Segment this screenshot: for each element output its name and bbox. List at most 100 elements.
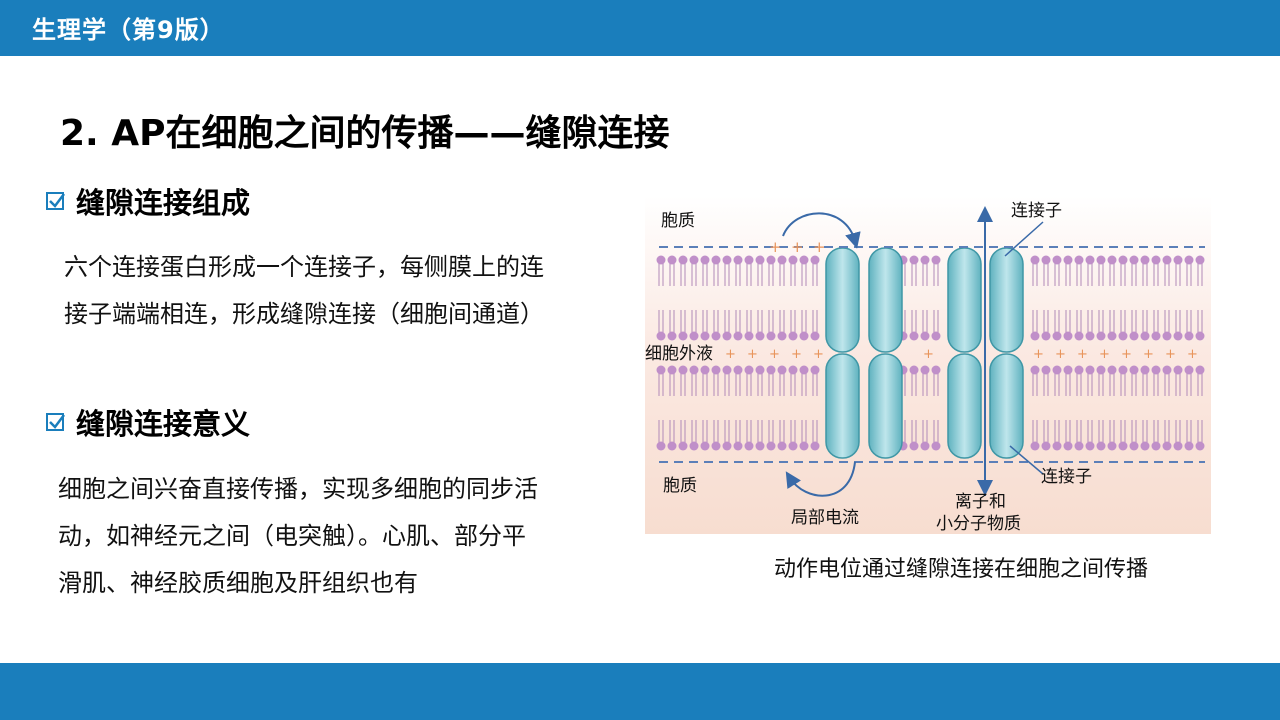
connexon-subunit <box>947 247 982 353</box>
lipid-head <box>777 365 787 375</box>
paragraph-line: 六个连接蛋白形成一个连接子，每侧膜上的连 <box>64 253 544 281</box>
lipid-head <box>1096 331 1106 341</box>
plus-sign: + <box>725 347 736 362</box>
lipid-head <box>788 255 798 265</box>
lipid-head <box>909 365 919 375</box>
lipid-head <box>656 331 666 341</box>
label-cytoplasm-bottom: 胞质 <box>663 476 697 496</box>
lipid-head <box>1052 441 1062 451</box>
lipid-head <box>1074 441 1084 451</box>
plus-sign: + <box>923 347 934 362</box>
lipid-head <box>711 441 721 451</box>
lipid-head <box>667 255 677 265</box>
lipid-head <box>1173 331 1183 341</box>
lipid-head <box>788 365 798 375</box>
lipid-head <box>755 331 765 341</box>
lipid-head <box>1118 365 1128 375</box>
lipid-head <box>678 331 688 341</box>
lipid-head <box>700 441 710 451</box>
lipid-head <box>810 331 820 341</box>
lipid-head <box>1195 331 1205 341</box>
lipid-head <box>722 441 732 451</box>
label-ions-line2: 小分子物质 <box>936 514 1021 534</box>
lipid-head <box>689 365 699 375</box>
plus-sign: + <box>1165 347 1176 362</box>
lipid-head <box>1063 255 1073 265</box>
lipid-head <box>678 365 688 375</box>
current-arrow <box>785 461 856 497</box>
connexon-subunit <box>989 247 1024 353</box>
label-connexon-top: 连接子 <box>1011 201 1062 221</box>
significance-paragraph: 细胞之间兴奋直接传播，实现多细胞的同步活 动，如神经元之间（电突触）。心肌、部分… <box>58 466 538 607</box>
lipid-head <box>744 331 754 341</box>
composition-paragraph: 六个连接蛋白形成一个连接子，每侧膜上的连 接子端端相连，形成缝隙连接（细胞间通道… <box>64 244 544 338</box>
lipid-head <box>766 331 776 341</box>
slide-title: 2. AP在细胞之间的传播——缝隙连接 <box>60 113 670 154</box>
lipid-head <box>700 331 710 341</box>
plus-sign: + <box>1033 347 1044 362</box>
section-heading-composition: 缝隙连接组成 <box>46 180 250 222</box>
label-connexon-bottom: 连接子 <box>1041 467 1092 487</box>
lipid-head <box>931 365 941 375</box>
figure-caption: 动作电位通过缝隙连接在细胞之间传播 <box>773 557 1148 582</box>
lipid-head <box>1151 331 1161 341</box>
label-ions-line1: 离子和 <box>955 492 1006 512</box>
lipid-head <box>700 365 710 375</box>
lipid-head <box>1162 441 1172 451</box>
lipid-head <box>656 365 666 375</box>
lipid-head <box>766 365 776 375</box>
lipid-head <box>1184 255 1194 265</box>
plus-sign: + <box>1187 347 1198 362</box>
lipid-head <box>711 255 721 265</box>
lipid-head <box>1129 365 1139 375</box>
lipid-head <box>711 331 721 341</box>
lipid-head <box>931 331 941 341</box>
connexon-subunit <box>947 353 982 459</box>
lipid-head <box>788 441 798 451</box>
membrane-layers: ++++++++++++++ <box>656 255 1205 451</box>
gap-junction-diagram: ++++++++++++++ + + + 胞质 连接子 细胞外液 胞质 连接子 … <box>645 196 1211 534</box>
connexon-subunit <box>868 247 903 353</box>
lipid-head <box>1129 331 1139 341</box>
lipid-head <box>1140 331 1150 341</box>
lipid-head <box>1041 365 1051 375</box>
lipid-head <box>711 365 721 375</box>
lipid-head <box>755 441 765 451</box>
lipid-head <box>1195 255 1205 265</box>
lipid-head <box>810 441 820 451</box>
section-heading-significance: 缝隙连接意义 <box>46 401 250 443</box>
lipid-head <box>755 255 765 265</box>
plus-sign: + <box>791 238 804 256</box>
lipid-head <box>1107 365 1117 375</box>
connexon-subunit <box>825 353 860 459</box>
connexon-subunit <box>868 353 903 459</box>
lipid-head <box>777 255 787 265</box>
lipid-head <box>1184 365 1194 375</box>
connexon-subunit <box>825 247 860 353</box>
lipid-head <box>1140 255 1150 265</box>
lipid-head <box>1118 441 1128 451</box>
lipid-head <box>920 331 930 341</box>
lipid-head <box>799 365 809 375</box>
lipid-head <box>1107 331 1117 341</box>
lipid-head <box>799 255 809 265</box>
lipid-head <box>909 255 919 265</box>
lipid-head <box>1085 331 1095 341</box>
lipid-head <box>1030 365 1040 375</box>
lipid-head <box>678 255 688 265</box>
lipid-head <box>689 441 699 451</box>
lipid-head <box>1096 255 1106 265</box>
lipid-head <box>810 365 820 375</box>
lipid-head <box>1041 441 1051 451</box>
top-bar: 生理学（第9版） <box>0 0 1280 56</box>
lipid-head <box>1085 255 1095 265</box>
lipid-head <box>744 255 754 265</box>
lipid-head <box>722 365 732 375</box>
lipid-head <box>1184 441 1194 451</box>
lipid-head <box>766 441 776 451</box>
lipid-head <box>656 441 666 451</box>
lipid-head <box>1030 255 1040 265</box>
lipid-head <box>1173 441 1183 451</box>
lipid-head <box>689 255 699 265</box>
lipid-head <box>689 331 699 341</box>
